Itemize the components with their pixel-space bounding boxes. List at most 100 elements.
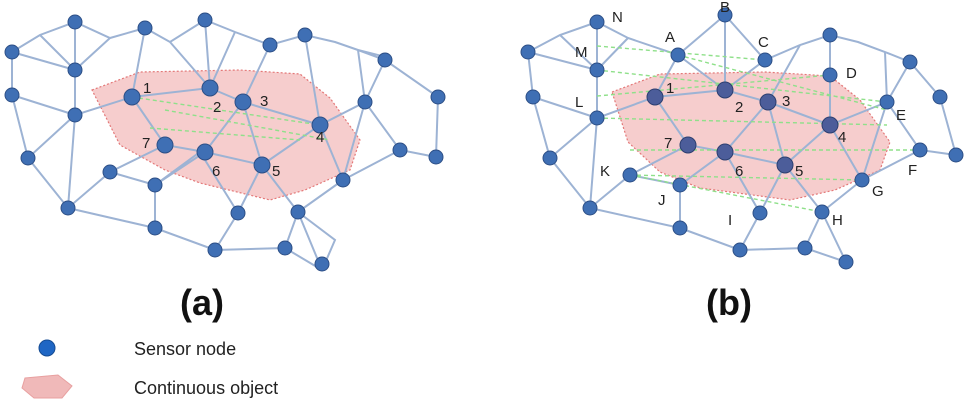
sensor-node-4 (821, 116, 839, 134)
sensor-node-4 (311, 116, 329, 134)
node-label: 3 (260, 93, 268, 110)
node-label-B: B (720, 0, 730, 16)
legend-sensor-node-icon (38, 339, 56, 357)
sensor-node (902, 54, 918, 70)
node-label-A: A (665, 29, 675, 46)
sensor-node-A (670, 47, 686, 63)
sensor-node (67, 62, 83, 78)
sensor-node (20, 150, 36, 166)
legend-object-icon (21, 374, 73, 399)
sensor-node-5 (253, 156, 271, 174)
sensor-node-7 (156, 136, 174, 154)
sensor-node-K (622, 167, 638, 183)
sensor-node (290, 204, 306, 220)
node-label-K: K (600, 163, 610, 180)
node-label: 5 (272, 163, 280, 180)
sensor-node (357, 94, 373, 110)
node-label-C: C (758, 34, 769, 51)
sensor-node (392, 142, 408, 158)
sensor-node (147, 177, 163, 193)
sensor-node (797, 240, 813, 256)
sensor-node (822, 27, 838, 43)
node-label: 7 (142, 135, 150, 152)
legend: Sensor node Continuous object (21, 339, 278, 399)
sensor-node (948, 147, 964, 163)
sensor-node (377, 52, 393, 68)
sensor-node (230, 205, 246, 221)
nodes-b (520, 7, 964, 270)
sensor-node (520, 44, 536, 60)
node-label-L: L (575, 94, 583, 111)
sensor-node (207, 242, 223, 258)
sensor-node-D (822, 67, 838, 83)
legend-sensor-label: Sensor node (134, 339, 236, 359)
labels-a: 1 2 3 4 5 6 7 (142, 80, 324, 180)
sensor-node-N (589, 14, 605, 30)
sensor-node (102, 164, 118, 180)
panel-a-caption: (a) (180, 282, 224, 323)
sensor-node-3 (234, 93, 252, 111)
sensor-node (147, 220, 163, 236)
sensor-node-C (757, 52, 773, 68)
sensor-node-2 (201, 79, 219, 97)
sensor-node-J (672, 177, 688, 193)
sensor-node (277, 240, 293, 256)
node-label: 3 (782, 93, 790, 110)
panel-b: 1 2 3 4 5 6 7 A B C D E F G H I J K L M … (520, 0, 964, 323)
sensor-node (314, 256, 330, 272)
node-label-N: N (612, 9, 623, 26)
sensor-node (335, 172, 351, 188)
sensor-node (582, 200, 598, 216)
node-label: 7 (664, 135, 672, 152)
node-label: 5 (795, 163, 803, 180)
sensor-node-1 (646, 88, 664, 106)
sensor-node-I (752, 205, 768, 221)
node-label: 6 (212, 163, 220, 180)
node-label-F: F (908, 162, 917, 179)
sensor-node (542, 150, 558, 166)
sensor-node-2 (716, 81, 734, 99)
legend-object-label: Continuous object (134, 378, 278, 398)
continuous-object-a (91, 69, 361, 201)
sensor-node (137, 20, 153, 36)
dashed-boundary-a (131, 96, 331, 141)
node-label: 2 (735, 99, 743, 116)
node-label-E: E (896, 107, 906, 124)
sensor-node (197, 12, 213, 28)
node-label-M: M (575, 44, 588, 61)
sensor-node-6 (196, 143, 214, 161)
node-label-J: J (658, 192, 666, 209)
sensor-node-3 (759, 93, 777, 111)
node-label-I: I (728, 212, 732, 229)
sensor-node-L (589, 110, 605, 126)
sensor-node (60, 200, 76, 216)
sensor-node (672, 220, 688, 236)
node-label: 2 (213, 99, 221, 116)
labels-b: 1 2 3 4 5 6 7 A B C D E F G H I J K L M … (575, 0, 917, 229)
node-label: 1 (143, 80, 151, 97)
sensor-node-1 (123, 88, 141, 106)
sensor-node-H (814, 204, 830, 220)
panel-a: 1 2 3 4 5 6 7 (a) (4, 12, 446, 323)
node-label-G: G (872, 183, 884, 200)
node-label: 6 (735, 163, 743, 180)
sensor-node-5 (776, 156, 794, 174)
node-label-H: H (832, 212, 843, 229)
sensor-node (67, 14, 83, 30)
sensor-node-E (879, 94, 895, 110)
sensor-node (262, 37, 278, 53)
sensor-node (67, 107, 83, 123)
sensor-node-B (717, 7, 733, 23)
node-label-D: D (846, 65, 857, 82)
sensor-node (297, 27, 313, 43)
sensor-node (4, 87, 20, 103)
sensor-node (428, 149, 444, 165)
sensor-node-M (589, 62, 605, 78)
panel-b-caption: (b) (706, 282, 752, 323)
sensor-node-G (854, 172, 870, 188)
node-label: 4 (838, 129, 846, 146)
node-label: 1 (666, 80, 674, 97)
sensor-node-6 (716, 143, 734, 161)
sensor-node (525, 89, 541, 105)
